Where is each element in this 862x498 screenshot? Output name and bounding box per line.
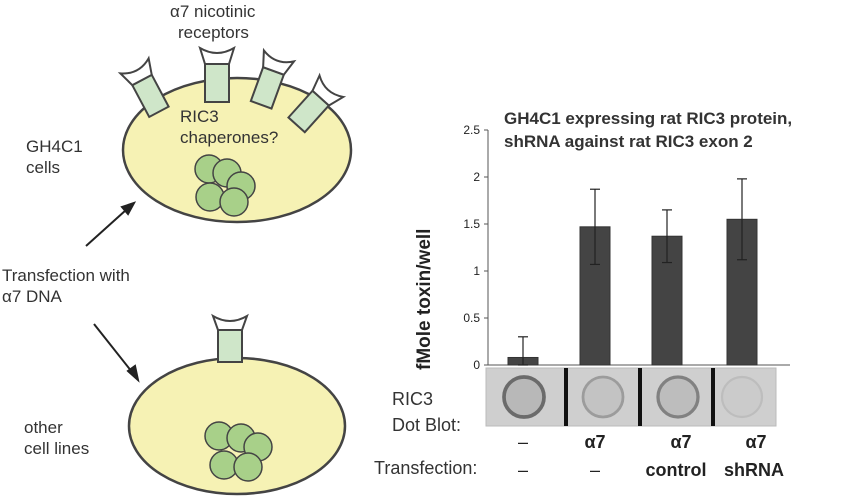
dot-blot-spot bbox=[720, 375, 764, 419]
dot-blot-separator bbox=[564, 368, 568, 426]
receptor-3 bbox=[249, 47, 297, 110]
gh4c1-label: GH4C1 cells bbox=[26, 137, 83, 178]
receptor-label-line1: α7 nicotinic bbox=[170, 2, 256, 21]
row1-cell-3: α7 bbox=[670, 432, 692, 452]
chaperone-label-line2: chaperones? bbox=[180, 127, 279, 147]
y-tick-label: 0 bbox=[473, 358, 480, 372]
row2-cell-1: – bbox=[517, 460, 528, 480]
chaperone-label-line1: RIC3 bbox=[180, 107, 219, 126]
gh4c1-label-line2: cells bbox=[26, 157, 61, 177]
y-tick-label: 0.5 bbox=[463, 311, 480, 325]
y-tick-label: 1.5 bbox=[463, 217, 480, 231]
receptor-label: α7 nicotinic receptors bbox=[170, 2, 255, 43]
dot-blot-label-line2: Dot Blot: bbox=[392, 415, 462, 435]
dot-blot-spot bbox=[581, 375, 625, 419]
row1-cell-2: α7 bbox=[584, 432, 606, 452]
dot-blot-spot bbox=[656, 375, 700, 419]
receptor-4 bbox=[287, 72, 347, 134]
er-cluster-upper bbox=[194, 154, 256, 217]
arrow-to-other bbox=[93, 323, 140, 383]
dot-blot-label-line1: RIC3 bbox=[392, 389, 434, 409]
dot-blot-border bbox=[485, 367, 777, 427]
chart-title-line2: shRNA against rat RIC3 exon 2 bbox=[504, 131, 753, 151]
other-label-line2: cell lines bbox=[24, 438, 90, 458]
chart-title-line1: GH4C1 expressing rat RIC3 protein, bbox=[504, 109, 793, 128]
row2-cell-3: control bbox=[645, 460, 707, 480]
receptor-2 bbox=[198, 45, 236, 103]
other-label-line1: other bbox=[24, 418, 63, 437]
gh4c1-label-line1: GH4C1 bbox=[26, 137, 83, 156]
dot-blot-separator bbox=[638, 368, 642, 426]
y-tick-label: 2.5 bbox=[463, 123, 480, 137]
transfection-label-line2: α7 DNA bbox=[2, 286, 62, 306]
receptor-label-line2: receptors bbox=[178, 22, 249, 42]
transfection-row-label: Transfection: bbox=[374, 458, 478, 478]
dot-blot-spot bbox=[502, 375, 546, 419]
dot-blot-label: RIC3 Dot Blot: bbox=[392, 386, 461, 438]
chart-title: GH4C1 expressing rat RIC3 protein, shRNA… bbox=[504, 108, 792, 154]
row2-cell-2: – bbox=[589, 460, 600, 480]
y-tick-label: 1 bbox=[473, 264, 480, 278]
row2-cell-4: shRNA bbox=[723, 460, 784, 480]
transfection-label: Transfection with α7 DNA bbox=[2, 266, 130, 307]
chaperone-label: RIC3 chaperones? bbox=[180, 107, 278, 148]
arrow-to-gh4c1 bbox=[85, 201, 137, 247]
dot-blot-separator bbox=[711, 368, 715, 426]
row1-cell-4: α7 bbox=[745, 432, 767, 452]
y-tick-label: 2 bbox=[473, 170, 480, 184]
transfection-label-line1: Transfection with bbox=[2, 266, 130, 285]
receptor-1 bbox=[117, 55, 170, 119]
er-cluster-lower bbox=[204, 421, 273, 482]
other-label: other cell lines bbox=[24, 418, 89, 459]
receptor-lower bbox=[211, 313, 249, 363]
row1-cell-1: – bbox=[517, 432, 528, 452]
